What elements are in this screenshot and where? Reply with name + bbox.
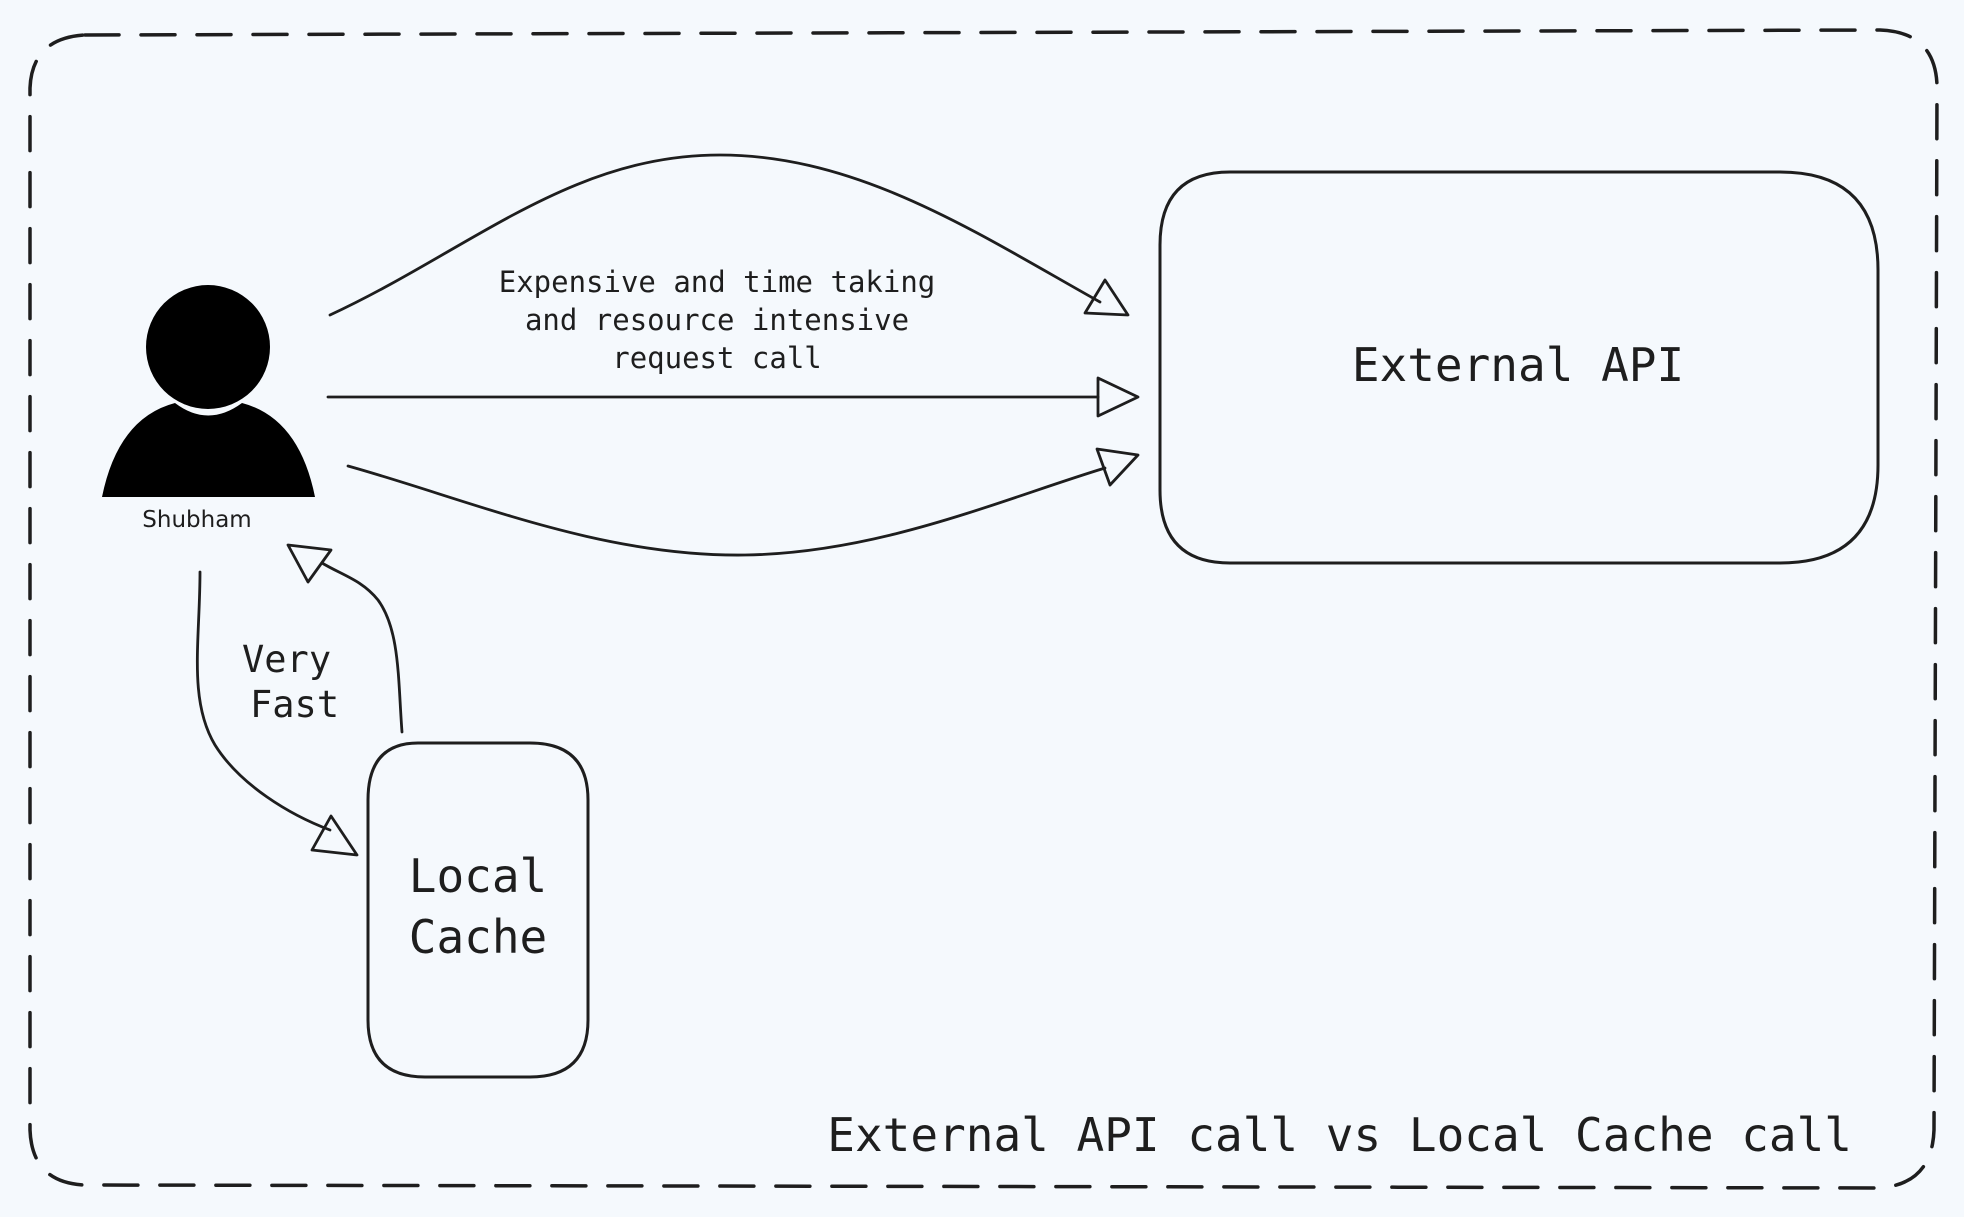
api-arrow-top: [328, 153, 1102, 317]
cache-speed-note-line1: Very: [242, 638, 331, 681]
cache-speed-note-line2: Fast: [250, 683, 339, 726]
person-icon: [102, 285, 315, 497]
cache-request-arrow: [195, 570, 332, 832]
cache-response-arrow: [320, 561, 404, 734]
local-cache-label-line2: Cache: [409, 910, 547, 964]
api-arrow-middle-head: [1096, 376, 1140, 418]
api-request-note-line1: Expensive and time taking: [499, 265, 936, 299]
external-api-node[interactable]: External API: [1158, 170, 1880, 565]
actor-shubham[interactable]: Shubham: [102, 285, 315, 533]
actor-name-label: Shubham: [142, 507, 251, 533]
diagram-title: External API call vs Local Cache call: [827, 1108, 1852, 1162]
cache-request-arrow-head: [310, 814, 359, 857]
cache-arrows: [195, 543, 404, 857]
external-api-box: [1158, 170, 1880, 565]
external-api-label: External API: [1352, 338, 1684, 392]
local-cache-label-line1: Local: [409, 849, 547, 903]
local-cache-node[interactable]: Local Cache: [366, 741, 590, 1079]
diagram-frame: [28, 28, 1939, 1190]
cache-speed-note: Very Fast: [242, 638, 339, 726]
api-request-note: Expensive and time taking and resource i…: [499, 265, 936, 375]
api-request-note-line2: and resource intensive: [525, 303, 909, 337]
api-request-note-line3: request call: [612, 341, 822, 375]
cache-response-arrow-head: [286, 543, 333, 584]
api-arrow-top-head: [1083, 278, 1130, 317]
api-arrow-bottom-head: [1095, 447, 1140, 487]
api-request-arrows: [326, 153, 1140, 557]
api-arrow-bottom: [346, 464, 1107, 557]
local-cache-box: [366, 741, 590, 1079]
